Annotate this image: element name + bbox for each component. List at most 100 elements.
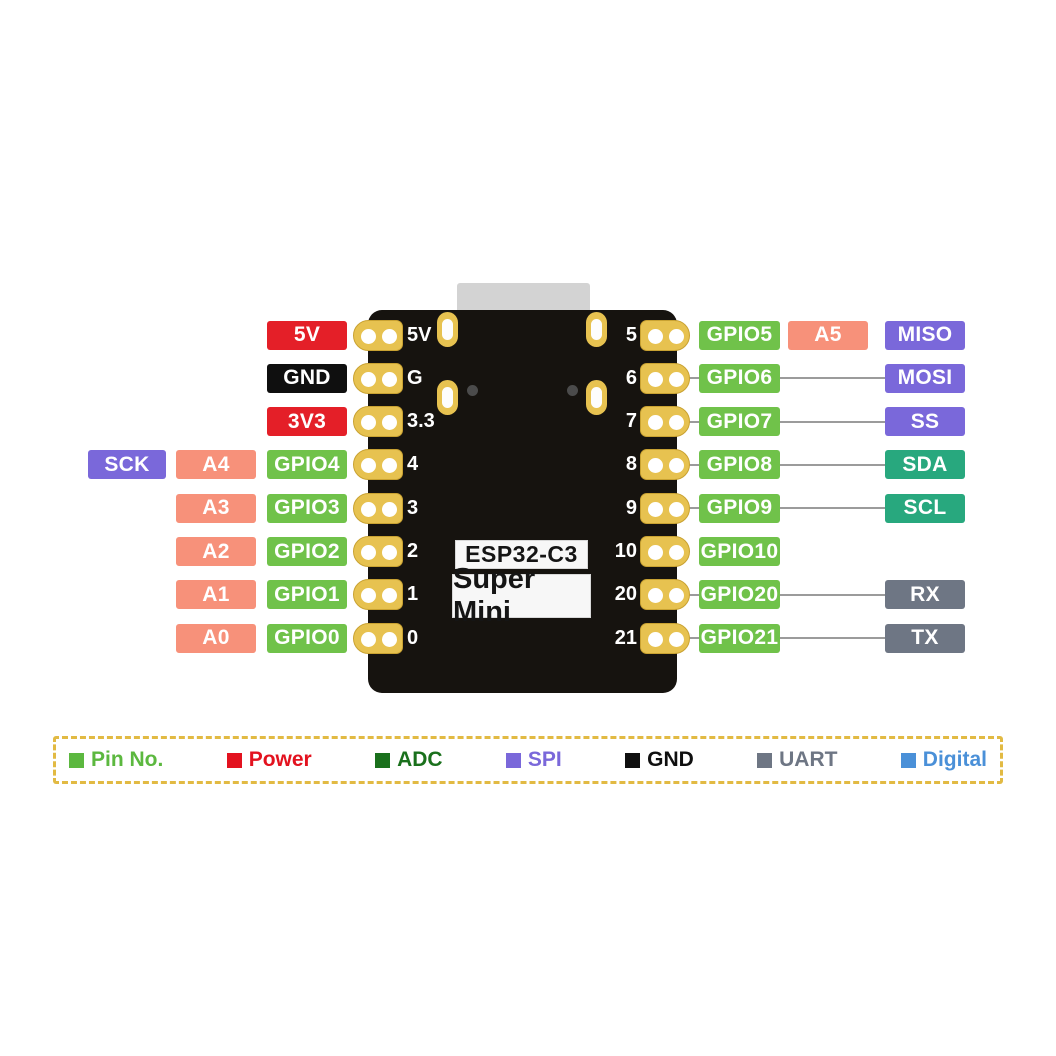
pin-label-A3: A3 — [176, 493, 256, 523]
pad-hole — [361, 631, 376, 647]
pin-label-GPIO1: GPIO1 — [267, 580, 347, 610]
pin-label-TX: TX — [885, 623, 965, 653]
legend-swatch — [900, 752, 916, 768]
pad-hole — [669, 545, 684, 560]
pad-left-0 — [353, 622, 403, 654]
board-body — [368, 310, 677, 693]
silk-label-9: 9 — [625, 496, 637, 519]
legend-swatch — [226, 752, 242, 768]
pad-hole — [361, 458, 376, 474]
pad-hole — [382, 588, 397, 604]
pin-label-GPIO6: GPIO6 — [699, 363, 780, 393]
pad-hole — [382, 328, 397, 344]
pad-left-2 — [353, 536, 403, 567]
legend-item-spi: SPI — [505, 748, 562, 772]
fiducial-dot — [467, 385, 478, 396]
pad-hole — [382, 501, 397, 517]
pin-label-GPIO3: GPIO3 — [267, 493, 347, 523]
silk-label-G: G — [407, 366, 423, 389]
silk-label-3: 3 — [407, 496, 419, 519]
inner-pad-hole — [442, 387, 453, 408]
legend-item-gnd: GND — [625, 748, 694, 772]
pad-left-3.3 — [353, 406, 403, 438]
pad-left-4 — [353, 449, 403, 481]
pad-right-7 — [640, 406, 690, 438]
silk-label-6: 6 — [625, 366, 637, 389]
legend-label: ADC — [397, 748, 443, 771]
pad-hole — [669, 328, 684, 344]
pad-right-8 — [640, 449, 690, 481]
silk-label-1: 1 — [407, 583, 419, 606]
pad-left-3 — [353, 492, 403, 524]
pad-hole — [669, 588, 684, 604]
pin-label-GPIO10: GPIO10 — [699, 537, 780, 566]
chip-series-label: Super Mini — [452, 563, 591, 628]
pad-left-5V — [353, 319, 403, 351]
pin-label-A2: A2 — [176, 537, 256, 566]
legend-swatch — [505, 752, 521, 768]
inner-pad — [586, 312, 607, 347]
silk-label-10: 10 — [614, 540, 637, 562]
legend-label: Digital — [922, 748, 987, 771]
silk-label-2: 2 — [407, 540, 419, 562]
inner-pad — [437, 380, 458, 415]
pad-hole — [361, 415, 376, 431]
pin-label-3V3: 3V3 — [267, 407, 347, 437]
fiducial-dot — [567, 385, 578, 396]
legend-label: Pin No. — [91, 748, 164, 771]
legend-label: SPI — [527, 748, 562, 771]
usb-connector — [457, 283, 590, 313]
pin-label-GPIO8: GPIO8 — [699, 450, 780, 480]
chip-model-label: ESP32-C3 — [455, 540, 588, 569]
pin-label-SCL: SCL — [885, 493, 965, 523]
silk-label-0: 0 — [407, 626, 419, 649]
pin-label-A1: A1 — [176, 580, 256, 610]
inner-pad — [437, 312, 458, 347]
pad-hole — [382, 545, 397, 560]
pad-right-21 — [640, 622, 690, 654]
pin-label-RX: RX — [885, 580, 965, 610]
pad-hole — [669, 458, 684, 474]
pad-hole — [648, 545, 663, 560]
pad-hole — [648, 328, 663, 344]
pad-hole — [361, 371, 376, 387]
legend-item-pin-no-: Pin No. — [69, 748, 163, 772]
pin-label-GPIO7: GPIO7 — [699, 407, 780, 437]
pad-right-5 — [640, 319, 690, 351]
pad-hole — [648, 371, 663, 387]
silk-label-7: 7 — [625, 410, 637, 433]
silk-label-5: 5 — [625, 323, 637, 346]
pin-label-MISO: MISO — [885, 320, 965, 350]
pad-hole — [361, 588, 376, 604]
inner-pad-hole — [591, 319, 602, 340]
pin-label-A4: A4 — [176, 450, 256, 480]
pad-right-20 — [640, 579, 690, 611]
pin-label-SS: SS — [885, 407, 965, 437]
pin-label-GPIO21: GPIO21 — [699, 623, 780, 653]
pad-hole — [648, 415, 663, 431]
pin-label-A0: A0 — [176, 623, 256, 653]
pad-hole — [382, 631, 397, 647]
inner-pad — [586, 380, 607, 415]
pin-label-GPIO20: GPIO20 — [699, 580, 780, 610]
pin-label-GPIO9: GPIO9 — [699, 493, 780, 523]
pad-hole — [669, 631, 684, 647]
pad-hole — [382, 415, 397, 431]
silk-label-21: 21 — [614, 626, 637, 649]
pad-hole — [648, 588, 663, 604]
pad-hole — [648, 501, 663, 517]
legend-swatch — [757, 752, 773, 768]
pad-hole — [669, 501, 684, 517]
pad-hole — [361, 501, 376, 517]
pin-label-GPIO4: GPIO4 — [267, 450, 347, 480]
legend-swatch — [69, 752, 84, 768]
legend-item-uart: UART — [757, 748, 837, 772]
legend-item-adc: ADC — [375, 748, 443, 772]
pad-hole — [669, 415, 684, 431]
pad-hole — [361, 328, 376, 344]
legend-swatch — [625, 752, 641, 768]
pad-left-G — [353, 362, 403, 394]
pad-hole — [361, 545, 376, 560]
pin-label-GPIO0: GPIO0 — [267, 623, 347, 653]
pad-hole — [648, 458, 663, 474]
